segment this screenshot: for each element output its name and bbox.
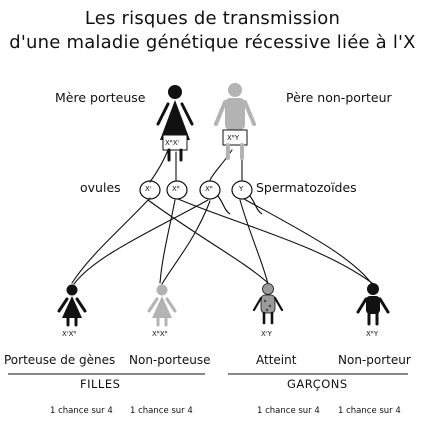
child-figure-2 — [147, 284, 177, 327]
sperm-x-genotype: Xᴿ — [205, 185, 213, 193]
ovules-label: ovules — [80, 180, 121, 195]
inheritance-line-sperm-y-boy-2 — [243, 198, 373, 285]
inheritance-line-ovule-1-boy-1 — [147, 199, 269, 284]
child-2-chance: 1 chance sur 4 — [130, 406, 193, 416]
sperm-cell-y — [231, 180, 253, 200]
inheritance-line-ovule-2-girl-2 — [159, 199, 176, 284]
mother-label: Mère porteuse — [55, 90, 146, 105]
child-4-label: Non-porteur — [338, 353, 411, 367]
inheritance-line-sperm-x-girl-2 — [161, 200, 211, 285]
boys-group-label: GARÇONS — [287, 377, 348, 391]
mother-genotype: XᴿXʳ — [165, 139, 180, 147]
spermatozoides-label: Spermatozoïdes — [256, 180, 357, 195]
child-1-label: Porteuse de gènes — [4, 353, 116, 367]
father-label: Père non-porteur — [286, 90, 392, 105]
mother-to-ovules-line-1 — [149, 149, 169, 183]
child-4-chance: 1 chance sur 4 — [338, 406, 401, 416]
title-line-1: Les risques de transmission — [84, 8, 341, 29]
child-figure-3 — [252, 283, 284, 325]
inheritance-line-sperm-x-girl-1 — [73, 199, 209, 285]
ovule-1-genotype: Xʳ — [145, 185, 152, 193]
child-1-chance: 1 chance sur 4 — [50, 406, 113, 416]
sperm-cell-x — [199, 180, 221, 200]
inheritance-line-ovule-2-boy-2 — [177, 198, 373, 284]
ovule-cell-2 — [166, 180, 188, 200]
child-figure-1 — [57, 284, 87, 327]
child-figure-4 — [356, 283, 390, 326]
title-line-2: d'une maladie génétique récessive liée à… — [9, 32, 416, 53]
child-2-genotype: XᴿXᴿ — [152, 330, 168, 338]
child-1-genotype: XʳXᴿ — [62, 330, 77, 338]
father-figure — [214, 83, 256, 160]
inheritance-line-ovule-1-girl-1 — [71, 197, 151, 284]
father-genotype: XᴿY — [227, 134, 240, 142]
gamete-cells — [139, 180, 263, 215]
mother-figure — [156, 85, 194, 162]
child-4-genotype: XᴿY — [366, 330, 379, 338]
child-2-label: Non-porteuse — [129, 353, 211, 367]
child-3-chance: 1 chance sur 4 — [257, 406, 320, 416]
child-3-label: Atteint — [256, 353, 297, 367]
girls-group-label: FILLES — [80, 377, 121, 391]
child-3-genotype: XʳY — [261, 330, 272, 338]
ovule-2-genotype: Xᴿ — [172, 185, 180, 193]
ovule-cell-1 — [139, 180, 161, 200]
inheritance-line-sperm-y-boy-1 — [239, 199, 269, 285]
sperm-y-genotype: Y — [239, 185, 244, 193]
